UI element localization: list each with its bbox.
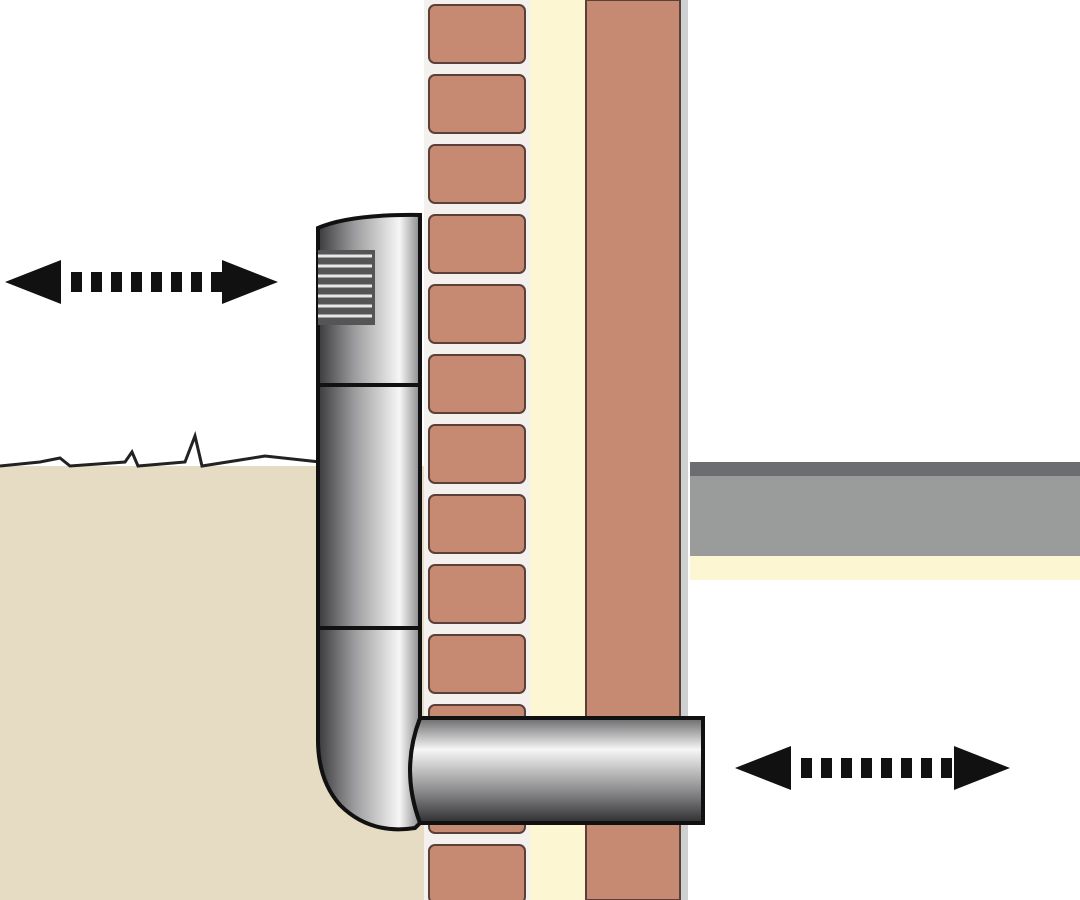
arrowhead-right [954,746,1010,790]
brick [428,354,526,414]
arrow-dash [921,758,932,778]
arrow-dash [91,272,102,292]
arrow-dash [131,272,142,292]
arrowhead-left [735,746,791,790]
arrow-dash [881,758,892,778]
arrow-dash [211,272,222,292]
arrowhead-left [5,260,61,304]
brick [428,634,526,694]
brick [428,494,526,554]
arrow-dash [111,272,122,292]
arrow-dash [941,758,952,778]
brick [428,4,526,64]
grass-line [0,430,321,468]
arrow-dash [901,758,912,778]
floor-slab [690,462,1080,580]
brick [428,284,526,344]
air-flow-arrow-left [5,260,278,304]
arrow-dash [801,758,812,778]
brick [428,424,526,484]
arrow-dash [191,272,202,292]
arrow-dash [151,272,162,292]
arrow-dash [71,272,82,292]
brick [428,74,526,134]
brick [428,144,526,204]
air-flow-arrow-right [735,746,1010,790]
vent-grille [318,250,375,325]
arrow-dash [171,272,182,292]
arrow-dash [821,758,832,778]
arrow-dash [861,758,872,778]
brick [428,214,526,274]
arrow-dash [841,758,852,778]
vent-pipe-vertical [316,212,423,832]
wall-finish [681,0,688,900]
arrowhead-right [222,260,278,304]
vent-pipe-horizontal [408,716,705,825]
brick [428,564,526,624]
brick [428,844,526,900]
